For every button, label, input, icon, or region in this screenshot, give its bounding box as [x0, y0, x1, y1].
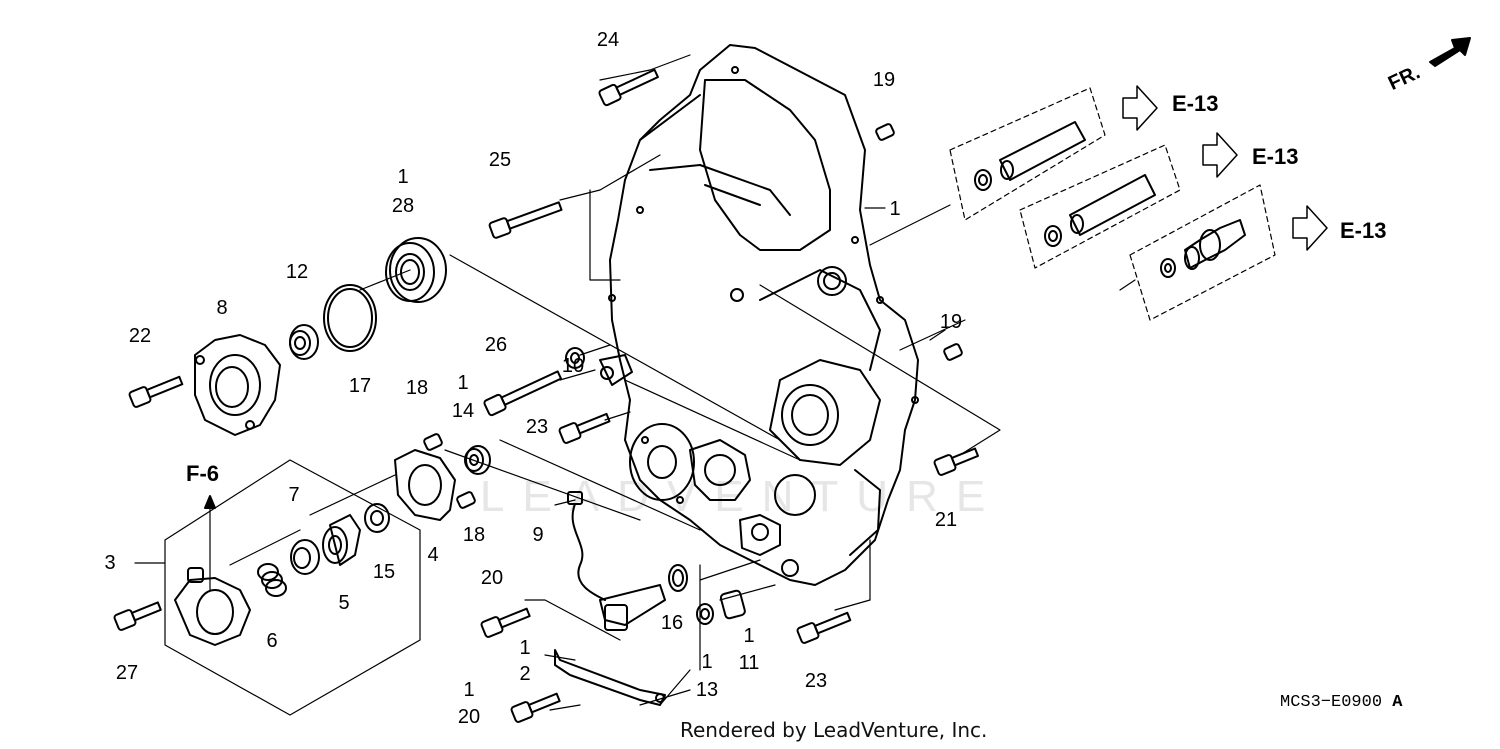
bearing-28 [385, 237, 447, 303]
washer-10 [565, 347, 585, 369]
callout-17: 17 [348, 375, 372, 397]
callout-26: 26 [484, 334, 508, 356]
callout-1: 1 [457, 372, 469, 394]
sensor-9 [567, 491, 666, 631]
callout-6: 6 [266, 630, 278, 652]
leader-lines [359, 54, 1136, 711]
collar-11 [719, 589, 746, 620]
callout-1: 1 [701, 651, 713, 673]
callout-18: 18 [405, 377, 429, 399]
callout-15: 15 [372, 561, 396, 583]
seal-16 [668, 564, 688, 592]
housing-3 [174, 567, 251, 646]
ref-e13-top[interactable]: E-13 [1172, 91, 1219, 116]
gasket-4 [394, 449, 456, 521]
callout-1: 1 [519, 637, 531, 659]
callout-1: 1 [889, 198, 901, 220]
callout-19: 19 [872, 69, 896, 91]
callout-23: 23 [804, 670, 828, 692]
callout-2: 2 [519, 663, 531, 685]
part-7 [290, 539, 320, 575]
ref-f6[interactable]: F-6 [186, 461, 219, 486]
spring-6 [257, 563, 287, 597]
callout-13: 13 [695, 679, 719, 701]
callout-7: 7 [288, 484, 300, 506]
bearing-15 [364, 503, 390, 533]
e13-parts [974, 121, 1246, 278]
watermark: LEADVENTURE [480, 472, 1004, 521]
bearing-14 [464, 445, 491, 475]
callout-10: 10 [561, 355, 585, 377]
callout-22: 22 [128, 325, 152, 347]
callout-14: 14 [451, 400, 475, 422]
bearing-13 [696, 603, 714, 625]
callout-1: 1 [743, 625, 755, 647]
part-5 [322, 514, 361, 566]
ref-e13-bot[interactable]: E-13 [1340, 218, 1387, 243]
callout-9: 9 [532, 524, 544, 546]
callout-23: 23 [525, 416, 549, 438]
seal-12 [289, 324, 319, 360]
diagram-code: MCS3−E0900 A [1280, 693, 1403, 712]
callout-18: 18 [462, 524, 486, 546]
o-ring-17 [323, 284, 377, 352]
housing-8 [194, 334, 281, 436]
ref-e13-mid[interactable]: E-13 [1252, 144, 1299, 169]
callout-3: 3 [104, 552, 116, 574]
callout-20: 20 [480, 567, 504, 589]
fr-arrow [1429, 37, 1471, 67]
callout-11: 11 [738, 652, 760, 674]
callout-19: 19 [939, 311, 963, 333]
callout-5: 5 [338, 592, 350, 614]
callout-8: 8 [216, 297, 228, 319]
bolts [113, 68, 980, 723]
clamp-2 [554, 649, 666, 706]
callout-20: 20 [457, 706, 481, 728]
footer-credit: Rendered by LeadVenture, Inc. [680, 718, 988, 742]
callout-16: 16 [660, 612, 684, 634]
case-cover [599, 44, 919, 586]
e13-arrows [1122, 85, 1328, 251]
callout-1: 1 [397, 166, 409, 188]
callout-1: 1 [463, 679, 475, 701]
callout-28: 28 [391, 195, 415, 217]
callout-24: 24 [596, 29, 620, 51]
callout-4: 4 [427, 544, 439, 566]
callout-27: 27 [115, 662, 139, 684]
callout-12: 12 [285, 261, 309, 283]
e13-groups [949, 87, 1276, 321]
callout-21: 21 [934, 509, 958, 531]
callout-25: 25 [488, 149, 512, 171]
pins [423, 123, 963, 509]
